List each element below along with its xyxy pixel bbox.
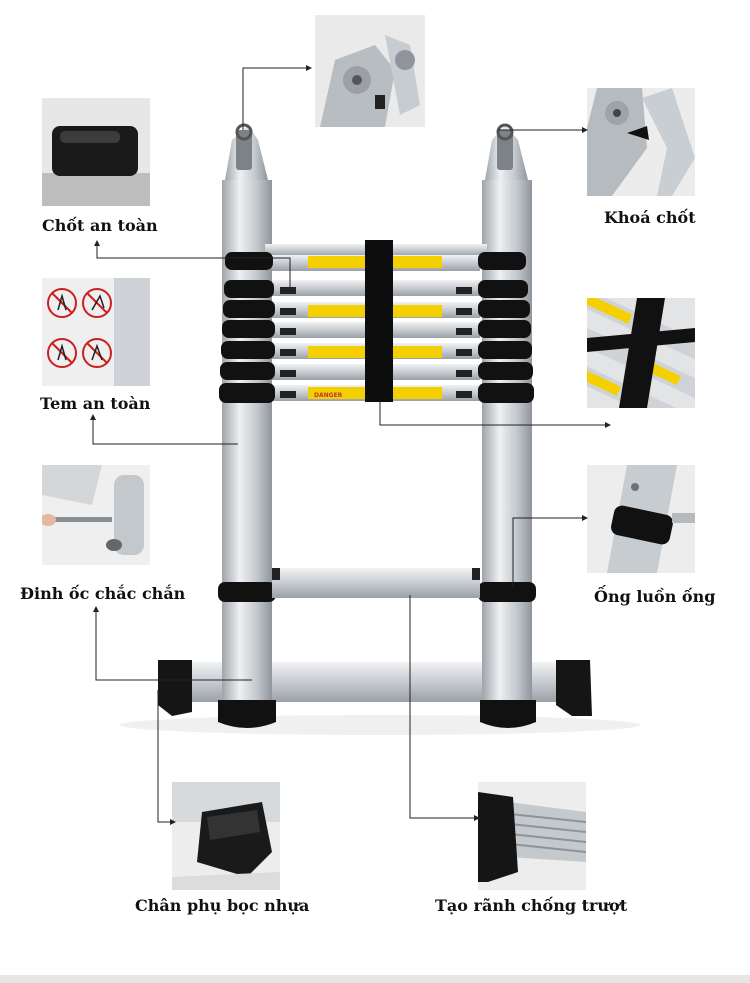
right-foot-cap [556,660,592,716]
thumb-ong-luon-ong [587,465,695,573]
thumb-strap [587,298,695,408]
caption-khoa-chot: Khoá chốt [604,208,696,227]
tube-image [587,465,695,573]
lock-latch-image [587,88,695,196]
caption-chan-phu: Chân phụ bọc nhựa [135,896,310,915]
safety-sticker-image [42,278,150,386]
bolt-image [42,465,150,565]
caption-tao-ranh: Tạo rãnh chống trượt [435,896,628,915]
left-collars [218,252,276,602]
caption-dinh-oc: Đinh ốc chắc chắn [20,584,186,603]
velcro-strap [365,240,393,402]
caption-tem-an-toan: Tem an toàn [40,394,151,413]
left-foot-cap [158,660,192,716]
thumb-tao-ranh [478,782,586,890]
thumb-top-hinge [315,15,425,127]
foot-cap-image [172,782,280,890]
bottom-divider [0,975,750,983]
hinge-image [315,15,425,127]
danger-sticker-label: DANGER [314,392,343,399]
thumb-khoa-chot [587,88,695,196]
grooved-rung-image [478,782,586,890]
thumb-chot-an-toan [42,98,150,206]
caption-chot-an-toan: Chốt an toàn [42,216,158,235]
caption-ong-luon-ong: Ống luồn ống [594,587,716,606]
strap-image [587,298,695,408]
right-collars [478,252,536,602]
safety-pin-image [42,98,150,206]
thumb-dinh-oc [42,465,150,565]
thumb-tem-an-toan [42,278,150,386]
thumb-chan-phu [172,782,280,890]
